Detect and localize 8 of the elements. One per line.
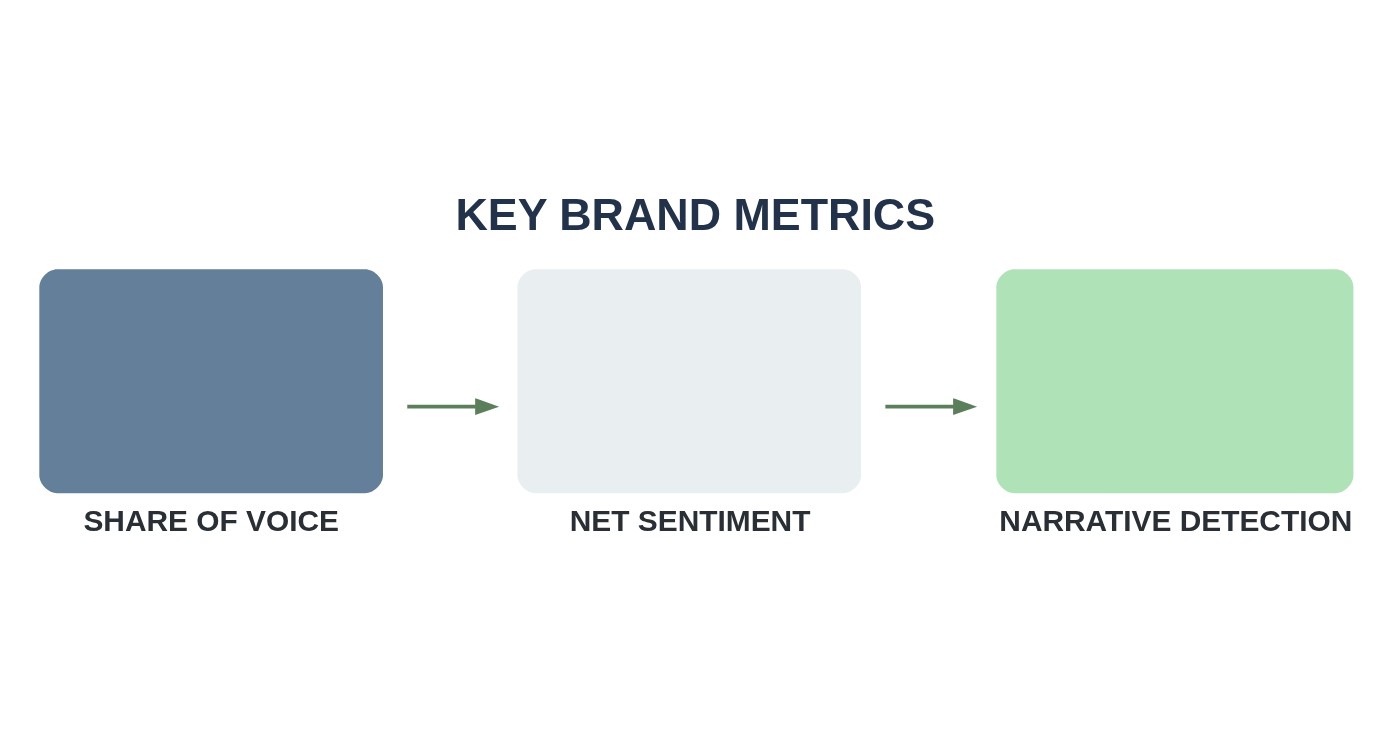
- node-label: NARRATIVE DETECTION: [999, 503, 1353, 537]
- diagram-title: KEY BRAND METRICS: [455, 189, 936, 240]
- node-label: SHARE OF VOICE: [83, 503, 340, 537]
- node-box: [996, 269, 1354, 494]
- arrow: [407, 398, 500, 415]
- arrow: [885, 398, 978, 415]
- node-label: NET SENTIMENT: [569, 503, 811, 537]
- node-box: [39, 269, 383, 494]
